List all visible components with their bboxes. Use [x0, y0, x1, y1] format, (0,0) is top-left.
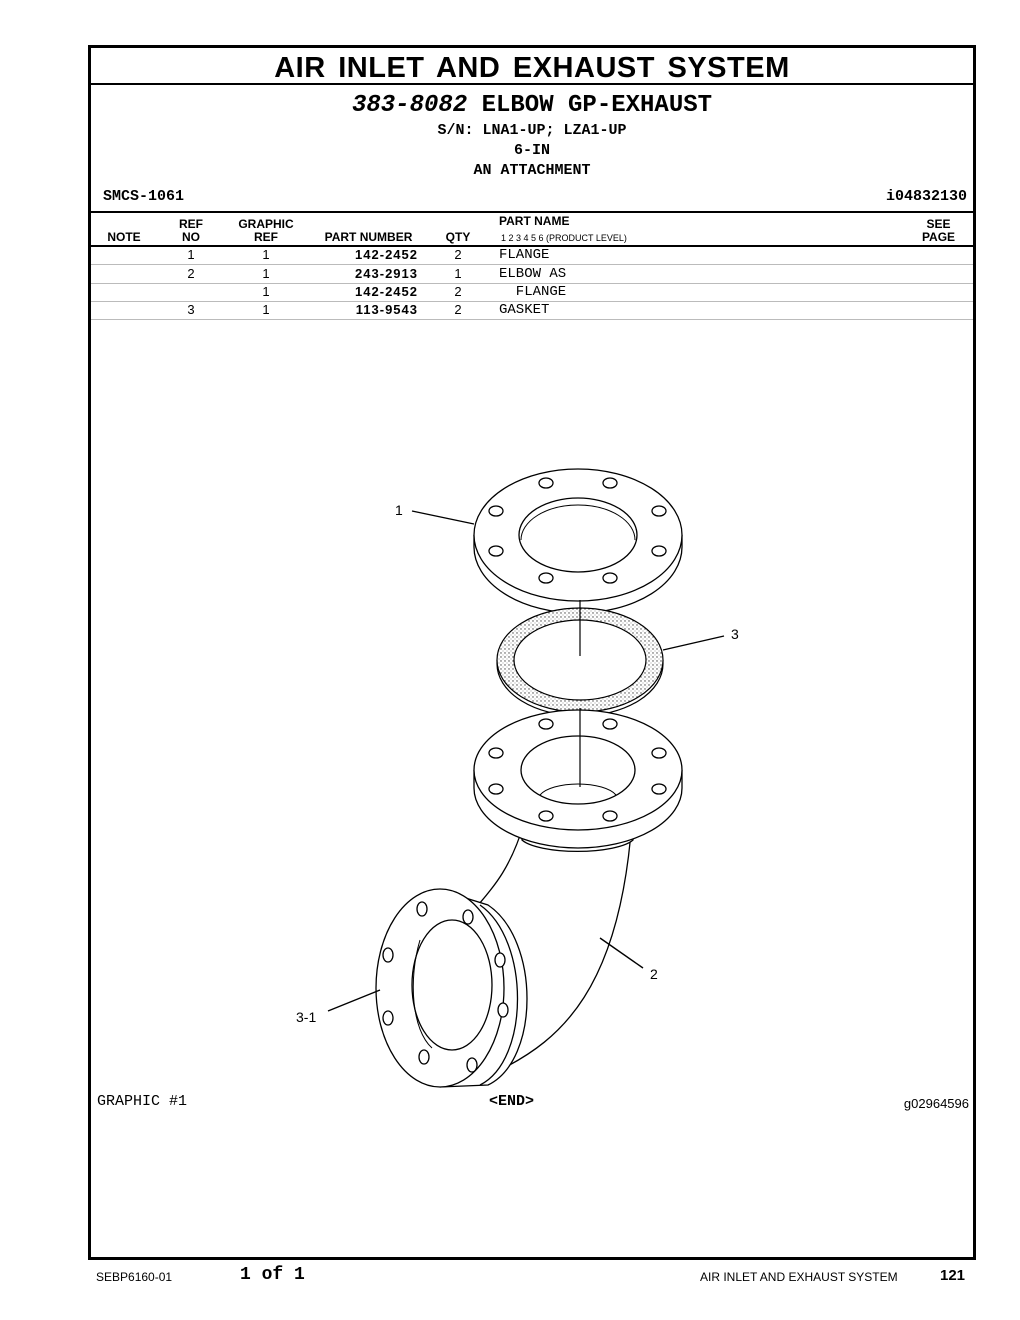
part-number: 243-2913 [355, 266, 418, 281]
section-title: AIR INLET AND EXHAUST SYSTEM [274, 52, 790, 84]
col-see-bottom: PAGE [921, 230, 956, 244]
footer-section: AIR INLET AND EXHAUST SYSTEM [700, 1270, 898, 1284]
callout-2: 2 [650, 966, 658, 982]
col-ref-bottom: NO [182, 230, 200, 244]
graphic-ref: 1 [262, 284, 270, 299]
section-title-bar: AIR INLET AND EXHAUST SYSTEM [91, 48, 973, 85]
serial-numbers: S/N: LNA1-UP; LZA1-UP [437, 122, 627, 139]
illustration-identifier: i04832130 [885, 188, 967, 205]
table-row: 1 142-2452 2 FLANGE [91, 283, 973, 301]
graphic-id: g02964596 [903, 1096, 969, 1111]
col-part-number: PART NUMBER [324, 230, 413, 244]
col-graphic-bottom: REF [254, 230, 278, 244]
page-of: 1 of 1 [240, 1265, 305, 1285]
end-label: <END> [489, 1093, 535, 1110]
graphic-label: GRAPHIC #1 [97, 1093, 188, 1110]
part-name: ELBOW AS [499, 266, 567, 282]
row-divider [91, 319, 973, 320]
quantity: 2 [454, 302, 462, 317]
group-title: 383-8082 ELBOW GP-EXHAUST [91, 92, 973, 119]
document-number: SEBP6160-01 [96, 1270, 173, 1284]
col-product-levels: 1 2 3 4 5 6 (PRODUCT LEVEL) [501, 233, 627, 243]
col-see-top: SEE [926, 217, 951, 231]
col-qty: QTY [445, 230, 471, 244]
smcs-code: SMCS-1061 [103, 188, 185, 205]
group-part-number: 383-8082 [351, 92, 468, 119]
attachment-label: AN ATTACHMENT [473, 162, 591, 179]
table-row: 2 1 243-2913 1 ELBOW AS [91, 265, 973, 283]
callout-leaders [327, 510, 725, 1012]
table-row: 1 1 142-2452 2 FLANGE [91, 246, 973, 264]
callout-1: 1 [395, 502, 403, 518]
row-divider [91, 301, 973, 302]
part-name: FLANGE [499, 284, 567, 300]
part-number: 113-9543 [355, 302, 418, 317]
quantity: 1 [454, 266, 462, 281]
header-bottom-rule [91, 245, 973, 247]
col-part-name: PART NAME [499, 214, 570, 228]
ref-no: 3 [187, 302, 195, 317]
part-name: FLANGE [499, 247, 550, 263]
part-name: GASKET [499, 302, 550, 318]
ref-no: 1 [187, 247, 195, 262]
flange-top [473, 468, 683, 614]
part-number: 142-2452 [355, 247, 418, 262]
gasket [496, 600, 664, 717]
graphic-ref: 1 [262, 266, 270, 281]
quantity: 2 [454, 247, 462, 262]
graphic-ref: 1 [262, 302, 270, 317]
callout-3-1: 3-1 [296, 1009, 316, 1025]
page-number: 121 [940, 1267, 966, 1284]
page-frame: AIR INLET AND EXHAUST SYSTEM 383-8082 EL… [88, 45, 976, 1260]
col-graphic-top: GRAPHIC [238, 217, 294, 231]
callout-3: 3 [731, 626, 739, 642]
quantity: 2 [454, 284, 462, 299]
col-ref-top: REF [179, 217, 203, 231]
part-number: 142-2452 [355, 284, 418, 299]
flange-middle [473, 708, 683, 849]
table-row: 3 1 113-9543 2 GASKET [91, 301, 973, 319]
group-name: ELBOW GP-EXHAUST [481, 92, 713, 119]
col-note: NOTE [107, 230, 141, 244]
size-label: 6-IN [513, 142, 550, 159]
row-divider [91, 264, 973, 265]
ref-no: 2 [187, 266, 195, 281]
table-top-rule [91, 211, 973, 213]
flange-side [375, 888, 528, 1088]
row-divider [91, 283, 973, 284]
graphic-ref: 1 [262, 247, 270, 262]
